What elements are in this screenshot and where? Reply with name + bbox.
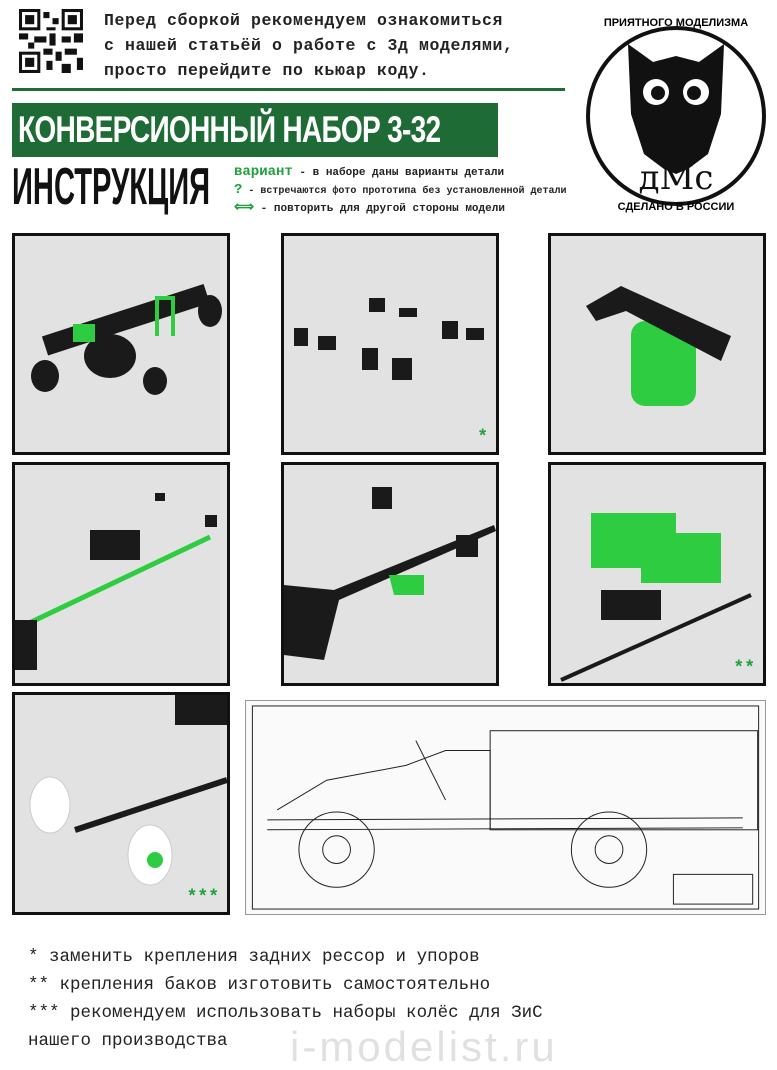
step-2-brackets: * bbox=[281, 233, 499, 455]
footnote: ** крепления баков изготовить самостояте… bbox=[28, 975, 491, 995]
wheels-illustration bbox=[29, 695, 227, 886]
logo-top-text: ПРИЯТНОГО МОДЕЛИЗМА bbox=[604, 17, 748, 29]
kit-title-text: КОНВЕРСИОННЫЙ НАБОР 3-32 bbox=[18, 109, 441, 150]
suspension-illustration bbox=[15, 493, 217, 670]
footnote-mark: * bbox=[477, 428, 488, 448]
step-1-rear-axle bbox=[12, 233, 230, 455]
logo-mark: дМс bbox=[639, 158, 714, 198]
page-title-text: ИНСТРУКЦИЯ bbox=[12, 158, 211, 216]
footnote-mark: ** bbox=[733, 659, 755, 679]
legend-item: ⟺ - повторить для другой стороны модели bbox=[234, 200, 566, 218]
step-6-fuel-tanks: ** bbox=[548, 462, 766, 686]
engine-illustration bbox=[586, 286, 731, 406]
kit-title: КОНВЕРСИОННЫЙ НАБОР 3-32 bbox=[12, 103, 498, 157]
step-7-wheels: *** bbox=[12, 692, 230, 915]
question-icon: ? bbox=[234, 182, 243, 198]
legend: вариант - в наборе даны варианты детали … bbox=[234, 164, 566, 218]
footnote: нашего производства bbox=[28, 1031, 228, 1051]
intro-line: Перед сборкой рекомендуем ознакомиться bbox=[104, 11, 504, 30]
legend-text: - в наборе даны варианты детали bbox=[292, 167, 505, 179]
brackets-illustration bbox=[294, 298, 484, 380]
intro-text: Перед сборкой рекомендуем ознакомиться с… bbox=[104, 8, 514, 83]
step-3-frame-engine bbox=[548, 233, 766, 455]
double-arrow-icon: ⟺ bbox=[234, 200, 255, 216]
watermark: i-modelist.ru bbox=[290, 1023, 558, 1070]
logo-bottom-text: СДЕЛАНО В РОССИИ bbox=[618, 201, 735, 213]
technical-drawing bbox=[245, 700, 766, 915]
footnotes: * заменить крепления задних рессор и упо… bbox=[28, 943, 543, 1055]
legend-item: вариант - в наборе даны варианты детали bbox=[234, 164, 566, 182]
step-4-rear-suspension bbox=[12, 462, 230, 686]
footnote: * заменить крепления задних рессор и упо… bbox=[28, 947, 480, 967]
qr-code[interactable] bbox=[19, 8, 83, 74]
legend-item: ? - встречаются фото прототипа без устан… bbox=[234, 182, 566, 200]
axle-illustration bbox=[31, 283, 222, 395]
tanks-illustration bbox=[560, 513, 752, 682]
owl-logo: дМс ПРИЯТНОГО МОДЕЛИЗМА СДЕЛАНО В РОССИИ bbox=[586, 17, 766, 213]
footnote-mark: *** bbox=[186, 888, 219, 908]
step-5-frame-bracket bbox=[281, 462, 499, 686]
variant-label: вариант bbox=[234, 164, 293, 180]
intro-line: с нашей статьёй о работе с 3д моделями, bbox=[104, 36, 514, 55]
footnote: *** рекомендуем использовать наборы колё… bbox=[28, 1003, 543, 1023]
divider bbox=[12, 88, 565, 91]
intro-line: просто перейдите по кьюар коду. bbox=[104, 61, 430, 80]
legend-text: - встречаются фото прототипа без установ… bbox=[242, 186, 567, 197]
legend-text: - повторить для другой стороны модели bbox=[254, 203, 505, 215]
frame-illustration bbox=[284, 487, 496, 660]
page-title: ИНСТРУКЦИЯ bbox=[12, 158, 226, 216]
